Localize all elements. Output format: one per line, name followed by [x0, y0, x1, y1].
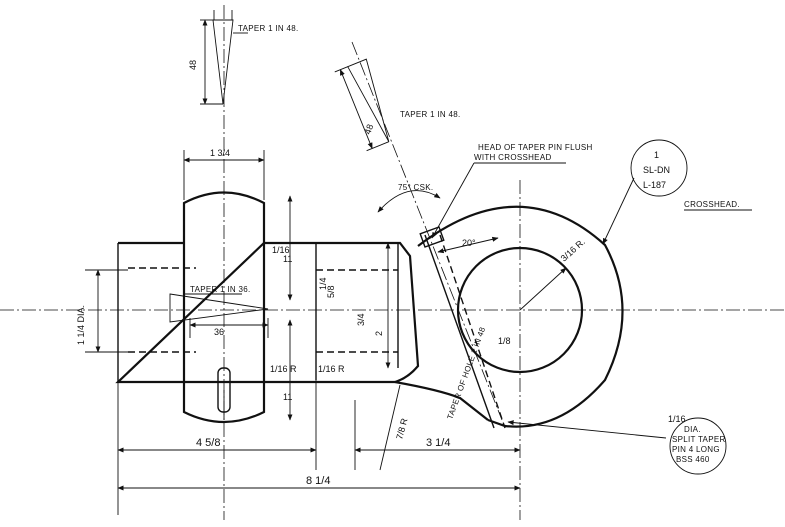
stamp-line2: SL-DN: [643, 165, 670, 175]
dim-4-5-8: 4 5/8: [196, 437, 220, 449]
dim-1-4: 1/4: [318, 277, 328, 290]
pin-note-circle: [669, 417, 727, 475]
dim-1-16-dia: 1/16: [668, 414, 686, 424]
stamp-line1: 1: [654, 150, 659, 160]
angled-taper-pin: [334, 58, 390, 152]
dimension-lines: [85, 150, 667, 515]
crosshead-title: CROSSHEAD.: [684, 200, 740, 209]
stamp-line3: L-187: [643, 180, 666, 190]
top-taper-pin: [200, 10, 248, 105]
left-taper-label: TAPER 1 IN 36.: [190, 285, 251, 294]
dim-11-bottom: 11: [283, 392, 292, 402]
dim-1-16-r-left: 1/16 R: [270, 364, 297, 374]
dim-1-16-r-right: 1/16 R: [318, 364, 345, 374]
csk-label: 75° CSK.: [398, 183, 433, 192]
dim-3-4: 3/4: [356, 313, 366, 326]
dim-1-8: 1/8: [498, 336, 511, 346]
pin-note-line3: PIN 4 LONG: [672, 445, 720, 454]
dim-8-1-4: 8 1/4: [306, 475, 330, 487]
dim-1-1-4-dia: 1 1/4 DIA.: [76, 305, 86, 345]
top-taper-label: TAPER 1 IN 48.: [238, 24, 299, 33]
top-48-dim: 48: [188, 60, 198, 70]
pin-note-line2: SPLIT TAPER: [672, 435, 726, 444]
dim-1-16-top: 1/16: [272, 245, 290, 255]
crosshead-eye: [394, 205, 624, 429]
dim-2: 2: [374, 331, 384, 336]
dim-7-8-r: 7/8 R: [394, 417, 409, 441]
angled-48-dim: 48: [362, 123, 375, 136]
crosshead-body: [115, 191, 420, 424]
angled-taper-label: TAPER 1 IN 48.: [400, 110, 461, 119]
dim-20-deg: 20°: [462, 238, 476, 248]
dim-3-16-r-eye: 3/16 R.: [559, 237, 587, 264]
dim-5-8: 5/8: [326, 285, 336, 298]
head-note-line1: HEAD OF TAPER PIN FLUSH: [478, 143, 593, 152]
head-note-line2: WITH CROSSHEAD: [474, 153, 552, 162]
pin-note-line4: BSS 460: [676, 455, 710, 464]
taper-hole: [169, 293, 269, 338]
dim-1-3-4: 1 3/4: [210, 148, 230, 158]
dim-36: 36: [214, 327, 224, 337]
drawing-stamp: [602, 139, 688, 245]
dim-3-1-4: 3 1/4: [426, 437, 450, 449]
dim-11-top: 11: [283, 254, 292, 264]
pin-note-line1: DIA.: [684, 425, 701, 434]
